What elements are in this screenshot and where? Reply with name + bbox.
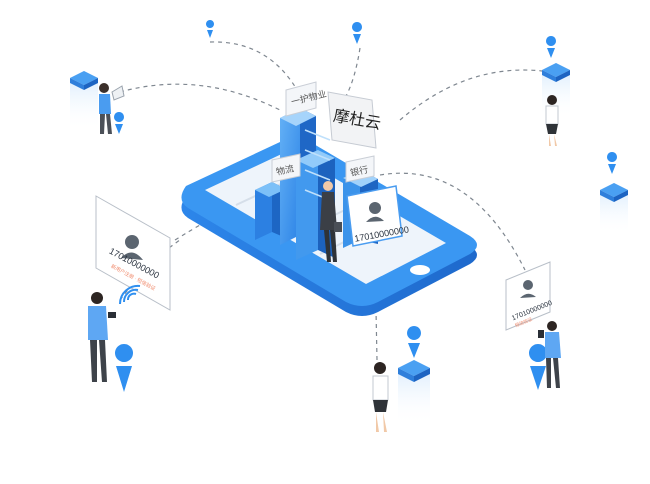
right-id-card: 17010000000 短信验证 xyxy=(505,261,553,331)
home-button xyxy=(410,265,430,275)
sign-mid-label: 物流 xyxy=(275,162,295,177)
avatar-icon xyxy=(125,235,139,249)
avatar-icon xyxy=(369,202,381,214)
iso-cube-icon xyxy=(70,71,98,130)
map-pin-icon xyxy=(114,20,618,392)
left-id-card: 17010000000 新用户注册 · 短信验证 xyxy=(95,195,171,311)
iso-cube-icon xyxy=(542,63,570,118)
businessman-figure xyxy=(320,181,342,262)
sign-right-label: 银行 xyxy=(349,163,369,178)
iso-cube-icon xyxy=(600,183,628,235)
person-top-right xyxy=(545,95,559,146)
person-bottom xyxy=(372,362,389,432)
brand-board: 摩杜云 xyxy=(327,91,382,149)
sign-left: 一护物业 xyxy=(285,81,328,117)
person-right xyxy=(538,321,561,388)
person-top-left xyxy=(99,83,125,134)
sign-right: 银行 xyxy=(345,155,375,183)
avatar-icon xyxy=(523,280,533,290)
sign-mid: 物流 xyxy=(271,153,301,183)
person-left xyxy=(88,292,116,382)
iso-cube-icon xyxy=(398,360,430,425)
wifi-signal-icon xyxy=(118,284,141,305)
